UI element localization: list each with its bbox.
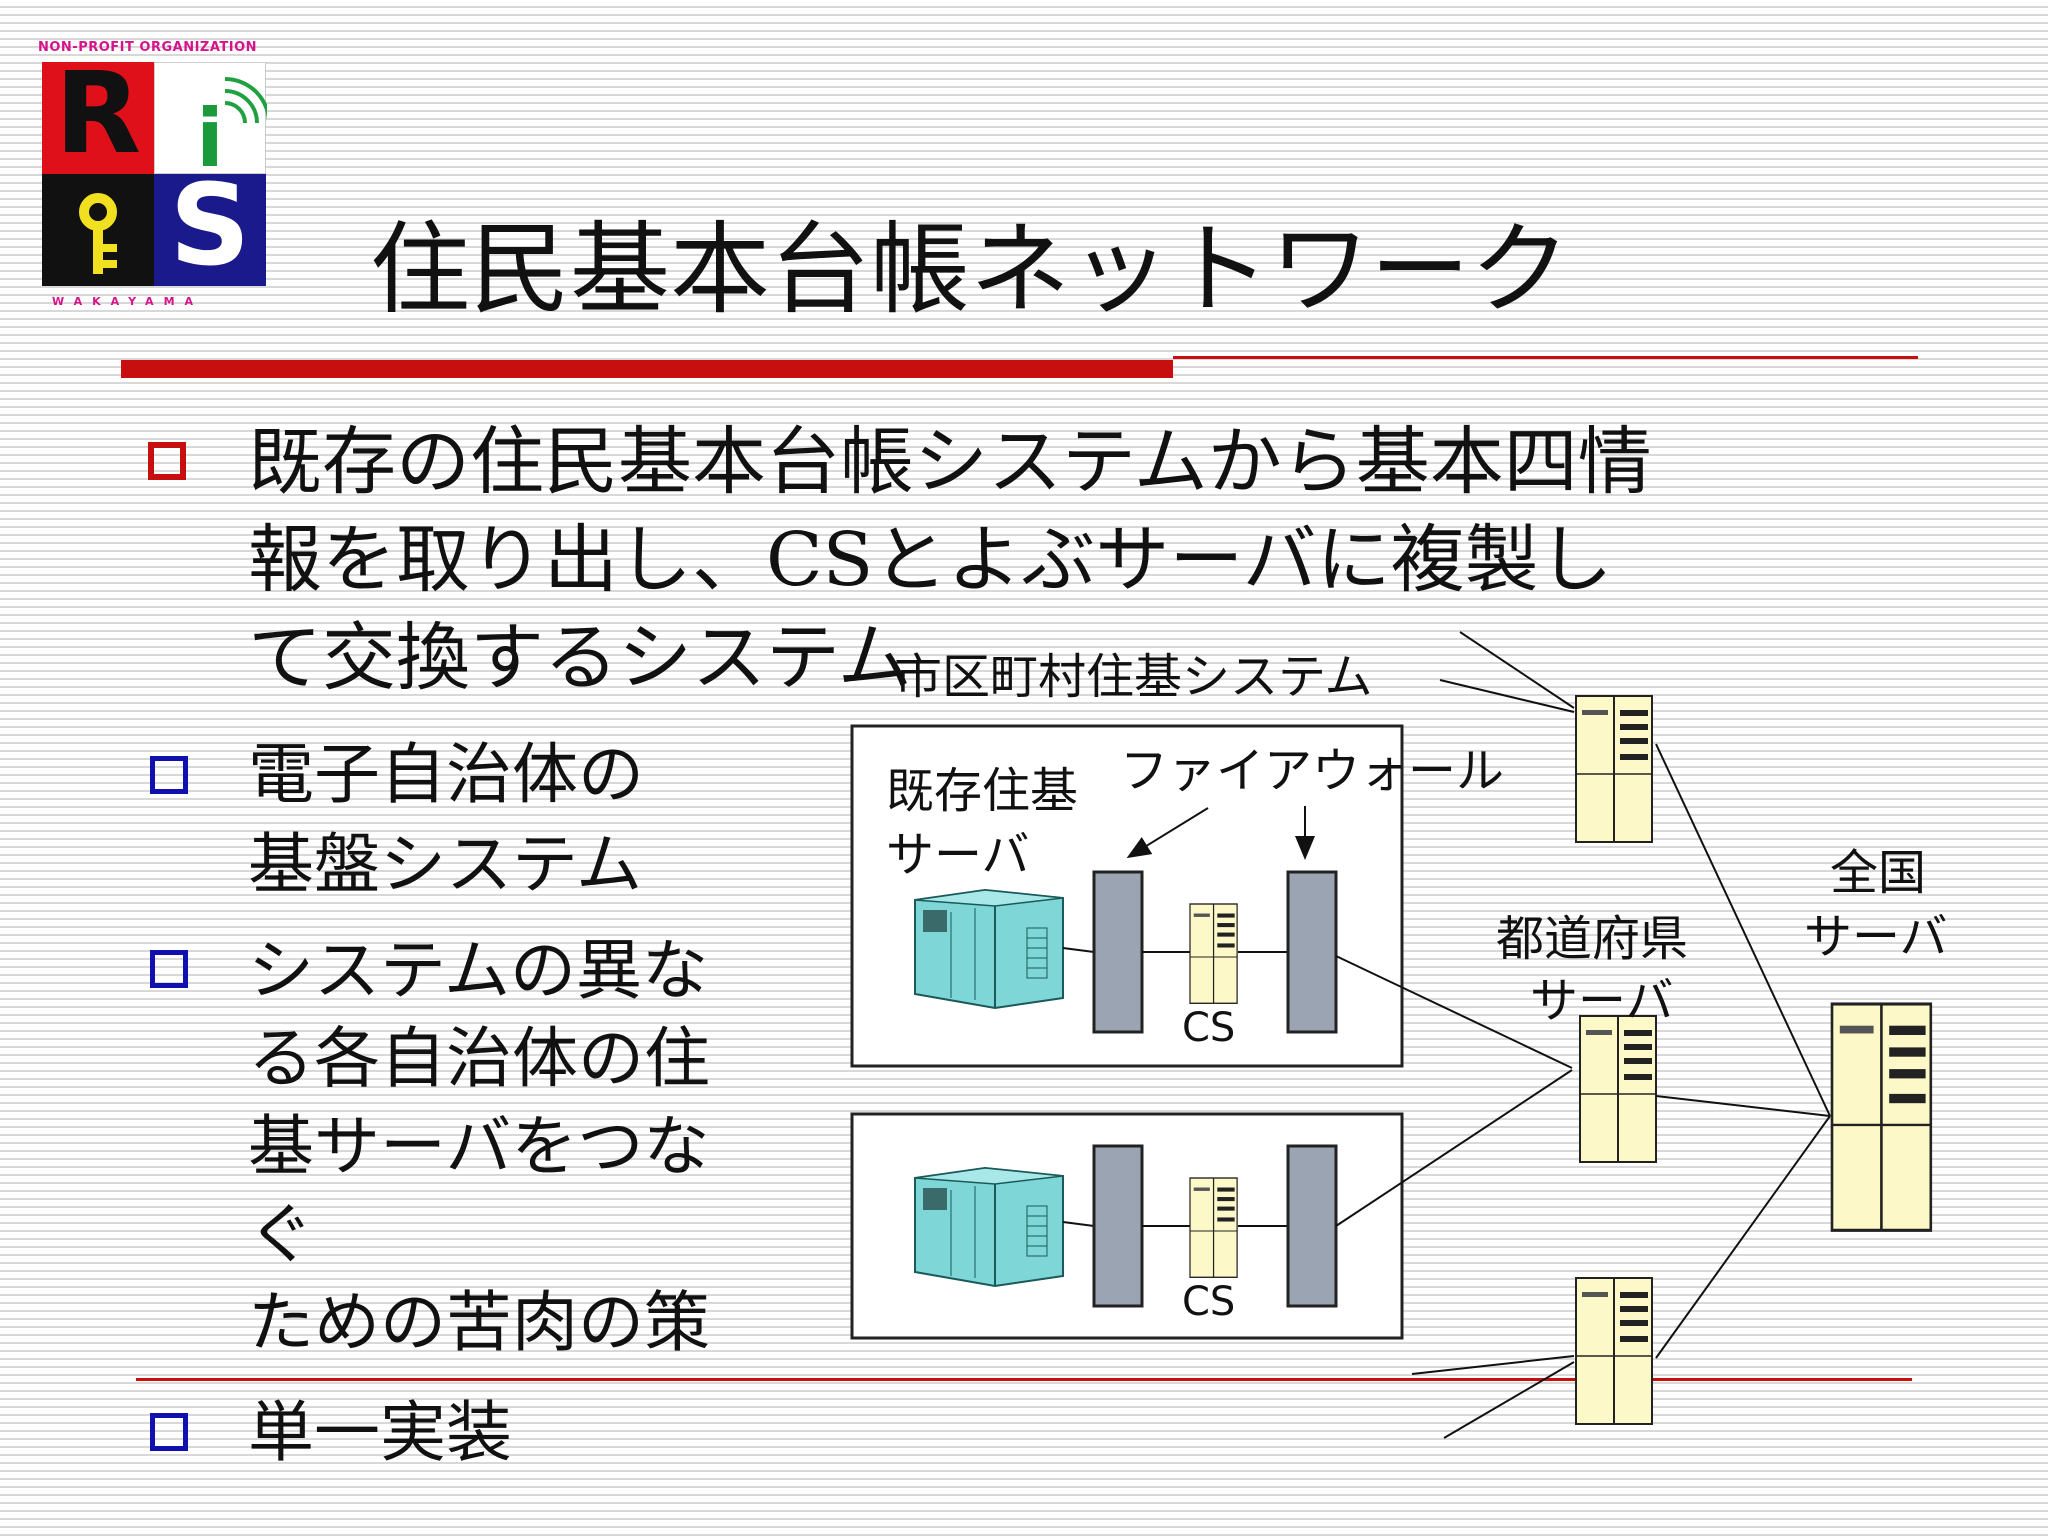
prefecture-server-top [1575, 695, 1653, 843]
bullet-3-line-4: ぐ [248, 1196, 314, 1273]
logo-tile-r: R [42, 54, 154, 174]
existing-server-label-line-1: 既存住基 [886, 763, 1079, 819]
key-icon [79, 193, 117, 274]
slide-title: 住民基本台帳ネットワーク [370, 211, 1570, 328]
firewall-2b [1286, 1144, 1338, 1308]
logo-letter-s: S [169, 161, 251, 291]
logo-tile-i: i [154, 62, 267, 185]
logo-bottom-text: WAKAYAMA [52, 295, 204, 308]
logo-top-text: NON-PROFIT ORGANIZATION [38, 40, 258, 55]
bullet-1-line-2: 報を取り出し、CSとよぶサーバに複製し [248, 517, 1613, 603]
bullet-marker-4 [150, 1413, 188, 1451]
bullet-4-line-1: 単一実装 [248, 1394, 512, 1471]
municipal-system-label: 市区町村住基システム [894, 649, 1373, 705]
logo-letter-r: R [54, 49, 142, 179]
prefecture-server-middle [1579, 1015, 1657, 1163]
logo-tile-s: S [154, 166, 266, 286]
national-server-label-line-2: サーバ [1804, 909, 1948, 965]
signal-icon [224, 77, 267, 124]
existing-server-mainframe-2 [914, 1167, 1064, 1287]
prefecture-server-label-line-1: 都道府県 [1496, 911, 1689, 967]
bullet-marker-2 [150, 756, 188, 794]
title-underline-thin [1173, 356, 1918, 359]
national-server [1830, 1002, 1933, 1232]
prefecture-server-bottom [1575, 1277, 1653, 1425]
bullet-marker-3 [150, 950, 188, 988]
bullet-2-line-2: 基盤システム [248, 826, 643, 903]
bullet-3-line-5: ための苦肉の策 [248, 1284, 710, 1361]
bullet-2-line-1: 電子自治体の [248, 736, 644, 813]
bullet-marker-1 [148, 442, 186, 480]
footer-divider [136, 1378, 1912, 1381]
firewall-label: ファイアウォール [1120, 743, 1505, 799]
bullet-1-line-1: 既存の住民基本台帳システムから基本四情 [248, 419, 1652, 505]
cs-label-1: CS [1182, 1005, 1236, 1051]
cs-server-2 [1189, 1177, 1238, 1278]
bullet-3-line-1: システムの異な [248, 932, 709, 1009]
prefecture-server-label-line-2: サーバ [1530, 973, 1674, 1029]
logo-tile-key [42, 174, 154, 286]
bullet-1-line-3: て交換するシステム [248, 615, 912, 701]
cs-label-2: CS [1182, 1279, 1236, 1325]
title-underline-thick [121, 360, 1173, 378]
existing-server-label-line-2: サーバ [886, 827, 1030, 883]
ris-logo: NON-PROFIT ORGANIZATION R i S WAKAYAMA [38, 40, 270, 310]
bullet-3-line-3: 基サーバをつな [248, 1108, 710, 1185]
firewall-1a [1092, 870, 1144, 1034]
existing-server-mainframe-1 [914, 889, 1064, 1009]
bullet-3-line-2: る各自治体の住 [248, 1020, 710, 1097]
logo-letter-i: i [196, 92, 224, 185]
firewall-2a [1092, 1144, 1144, 1308]
national-server-label-line-1: 全国 [1830, 845, 1927, 901]
cs-server-1 [1189, 903, 1238, 1004]
firewall-1b [1286, 870, 1338, 1034]
